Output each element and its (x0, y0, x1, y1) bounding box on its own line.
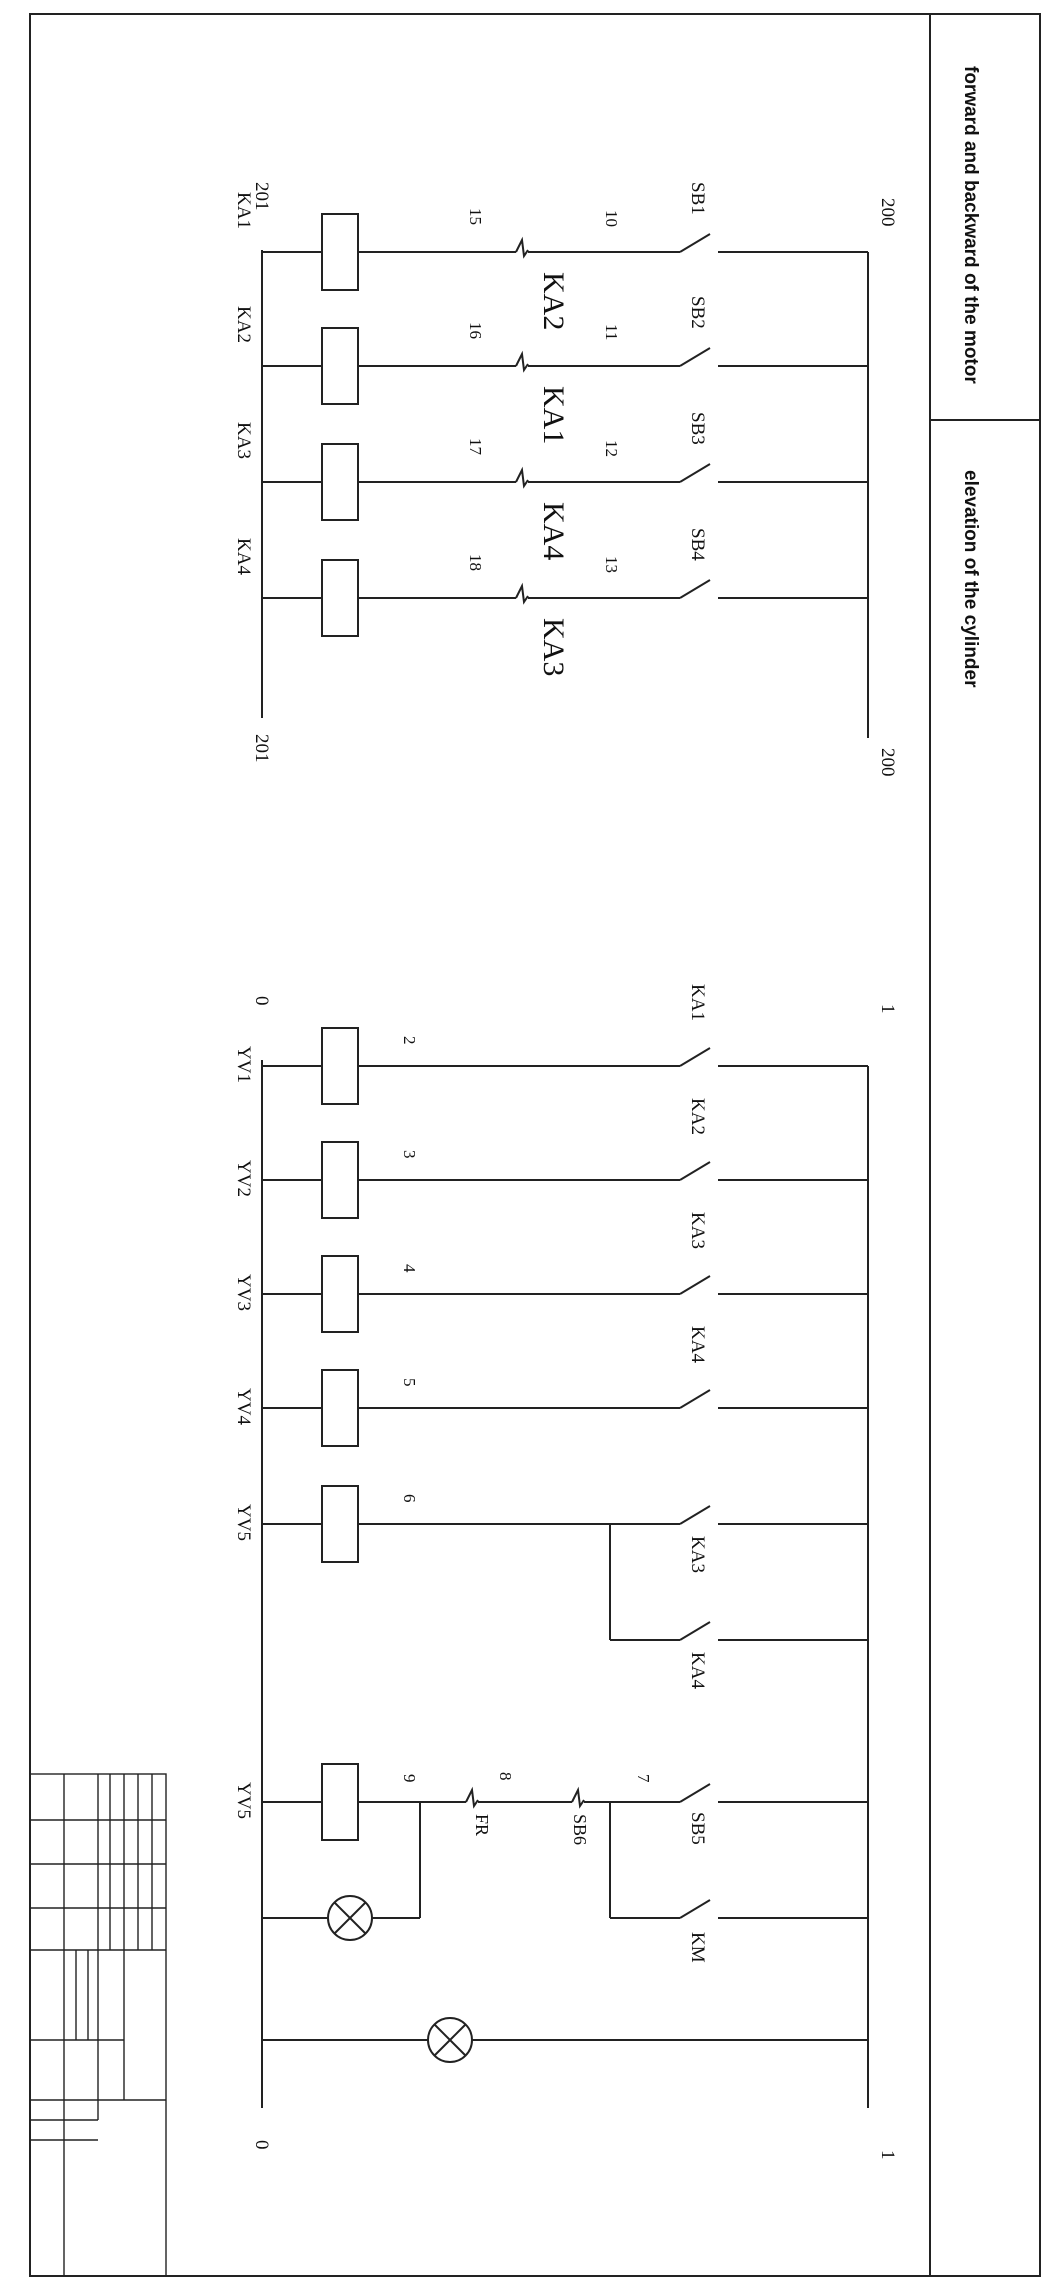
lamp-1-cross (333, 1901, 367, 1935)
contact-label-ka1: KA1 (687, 984, 708, 1021)
interlock-label-ka4: KA4 (537, 502, 570, 560)
interlock-contact (515, 350, 529, 373)
wire-number: 10 (602, 210, 621, 227)
contact-blade (679, 1621, 711, 1641)
switch-blade (679, 233, 711, 253)
interlock-label-ka3: KA3 (537, 618, 570, 676)
wire-number: 2 (400, 1036, 419, 1045)
switch-blade (679, 579, 711, 599)
rail-label-201-top: 201 (251, 182, 272, 211)
coil-ka1 (321, 213, 359, 291)
sb6-contact (571, 1786, 585, 1809)
valve-label-yv4: YV4 (233, 1388, 254, 1425)
sb6-label: SB6 (570, 1814, 590, 1845)
sb5-blade (679, 1783, 711, 1803)
interlock-label-ka1: KA1 (537, 386, 570, 444)
contact-blade (679, 1047, 711, 1067)
wire-number-9: 9 (400, 1774, 419, 1783)
km-blade (679, 1899, 711, 1919)
coil-label-ka4: KA4 (233, 538, 254, 575)
section-title-motor: forward and backward of the motor (960, 66, 981, 384)
valve-label-yv5: YV5 (233, 1504, 254, 1541)
coil-yv4 (321, 1369, 359, 1447)
valve-label-yv5-second: YV5 (233, 1782, 254, 1819)
contact-blade (679, 1275, 711, 1295)
rail-label-200-bottom: 200 (877, 748, 898, 777)
interlock-contact (515, 466, 529, 489)
coil-ka3 (321, 443, 359, 521)
valve-label-yv1: YV1 (233, 1046, 254, 1083)
interlock-contact (515, 236, 529, 259)
wire-number-8: 8 (496, 1772, 515, 1781)
coil-yv1 (321, 1027, 359, 1105)
rail-label-0-bottom: 0 (251, 2140, 272, 2150)
section-title-cylinder: elevation of the cylinder (960, 470, 981, 688)
contact-blade (679, 1389, 711, 1409)
rail-label-200-top: 200 (877, 198, 898, 227)
contact-label-ka4-yv5: KA4 (687, 1652, 708, 1689)
fr-contact (465, 1786, 479, 1809)
coil-yv5 (321, 1485, 359, 1563)
sb5-label: SB5 (687, 1812, 708, 1845)
switch-label-sb3: SB3 (687, 412, 708, 445)
wire-number: 13 (602, 556, 621, 573)
coil-label-ka3: KA3 (233, 422, 254, 459)
valve-label-yv3: YV3 (233, 1274, 254, 1311)
wire-number-7: 7 (634, 1774, 653, 1783)
rail-label-201-bottom: 201 (251, 734, 272, 763)
switch-blade (679, 347, 711, 367)
wire-number: 16 (466, 322, 485, 339)
contact-blade (679, 1505, 711, 1525)
switch-label-sb4: SB4 (687, 528, 708, 561)
wire-number: 3 (400, 1150, 419, 1159)
rail-label-0-top: 0 (251, 996, 272, 1006)
title-block (29, 1773, 167, 2277)
switch-label-sb1: SB1 (687, 182, 708, 215)
lower-circuit (261, 1060, 869, 2108)
contact-blade (679, 1161, 711, 1181)
wire-number: 15 (466, 208, 485, 225)
outer-frame (29, 13, 1041, 2277)
interlock-contact (515, 582, 529, 605)
interlock-label-ka2: KA2 (537, 272, 570, 330)
contact-label-ka3: KA3 (687, 1212, 708, 1249)
wire-number: 5 (400, 1378, 419, 1387)
wire-number: 12 (602, 440, 621, 457)
rail-label-1-top: 1 (877, 1004, 898, 1014)
switch-blade (679, 463, 711, 483)
wire-number: 18 (466, 554, 485, 571)
valve-label-yv2: YV2 (233, 1160, 254, 1197)
coil-ka4 (321, 559, 359, 637)
contact-label-ka3-yv5: KA3 (687, 1536, 708, 1573)
contact-label-ka2: KA2 (687, 1098, 708, 1135)
wire-number: 6 (400, 1494, 419, 1503)
contact-label-ka4: KA4 (687, 1326, 708, 1363)
lamp-2-cross (433, 2023, 467, 2057)
wire-number: 4 (400, 1264, 419, 1273)
wire-number: 17 (466, 438, 485, 456)
coil-ka2 (321, 327, 359, 405)
coil-yv3 (321, 1255, 359, 1333)
coil-yv2 (321, 1141, 359, 1219)
fr-label: FR (472, 1814, 492, 1836)
upper-circuit (261, 250, 869, 738)
last-rung (262, 1763, 868, 2063)
coil-label-ka1: KA1 (233, 192, 254, 229)
coil-yv5-second (321, 1763, 359, 1841)
wire-number: 11 (602, 324, 621, 340)
switch-label-sb2: SB2 (687, 296, 708, 329)
rail-label-1-bottom: 1 (877, 2150, 898, 2160)
coil-label-ka2: KA2 (233, 306, 254, 343)
yv5-branch (358, 1505, 868, 1641)
km-label: KM (687, 1932, 708, 1963)
